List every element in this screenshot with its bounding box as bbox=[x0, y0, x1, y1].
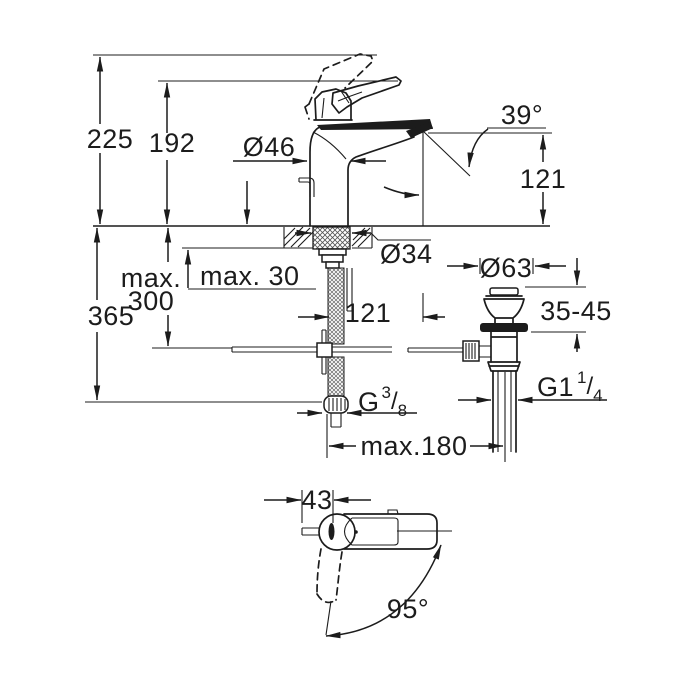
waste-upper-cup bbox=[483, 298, 525, 324]
angle-arc-upper bbox=[467, 128, 489, 168]
swivel-arc bbox=[325, 544, 442, 639]
handle-ball bbox=[318, 513, 356, 551]
dim-max-center-distance: max.180 bbox=[360, 431, 467, 461]
supply-tail bbox=[330, 413, 342, 428]
waste-tailpipe bbox=[492, 370, 517, 453]
jet-direction-line bbox=[422, 130, 471, 177]
handle-nub bbox=[301, 527, 319, 536]
dim-spout-height: 121 bbox=[520, 164, 567, 194]
dim-body-height: 192 bbox=[149, 128, 196, 158]
side-view: 225 192 Ø46 bbox=[87, 53, 567, 249]
supply-hose-braided bbox=[327, 267, 345, 345]
dim-handle-swivel: 95° bbox=[387, 594, 429, 624]
waste-union-nut bbox=[487, 361, 521, 372]
pop-up-horizontal-rod bbox=[231, 346, 317, 353]
dim-handle-width: 43 bbox=[301, 485, 332, 515]
pull-rod-knob bbox=[298, 177, 315, 197]
dim-waste-deck-range: 35-45 bbox=[540, 296, 612, 326]
spout-top-face bbox=[317, 119, 433, 130]
dim-shank-diameter: Ø34 bbox=[380, 239, 433, 269]
handle-pivot-dot bbox=[354, 530, 358, 534]
dim-rod-max-prefix: max. bbox=[121, 263, 182, 293]
faucet-body bbox=[298, 53, 433, 227]
handle-top-view: 43 95° bbox=[264, 485, 452, 639]
lever-handle bbox=[331, 76, 402, 114]
waste-body bbox=[490, 331, 518, 363]
aerator bbox=[406, 122, 433, 138]
dim-spout-reach: 121 bbox=[345, 298, 392, 328]
cartridge-boss bbox=[313, 88, 353, 121]
dim-rod-max-value: 300 bbox=[128, 286, 175, 316]
dim-waste-diameter: Ø63 bbox=[480, 253, 533, 283]
dim-hose-length: 365 bbox=[88, 301, 135, 331]
supply-connector-nut bbox=[323, 395, 349, 414]
waste-plug-cap bbox=[489, 287, 519, 296]
threaded-shank bbox=[312, 226, 351, 250]
dim-spout-angle: 39° bbox=[501, 100, 543, 130]
handle-rotated-dashed bbox=[316, 548, 322, 595]
angle-arc-lower bbox=[383, 186, 420, 199]
waste-flange bbox=[480, 323, 528, 332]
waste-rod-knob bbox=[462, 340, 480, 362]
handle-inner-blade bbox=[343, 517, 399, 546]
dim-overall-height: 225 bbox=[87, 124, 134, 154]
lever-handle-raised-dashed bbox=[308, 53, 374, 105]
dim-deck-thickness: max. 30 bbox=[200, 261, 300, 291]
spout-transition-curve bbox=[312, 131, 347, 160]
rod-clamp bbox=[316, 342, 333, 358]
handle-slot bbox=[328, 523, 335, 540]
handle-tab bbox=[387, 509, 399, 515]
dim-base-diameter: Ø46 bbox=[243, 132, 296, 162]
second-hose bbox=[346, 268, 353, 312]
